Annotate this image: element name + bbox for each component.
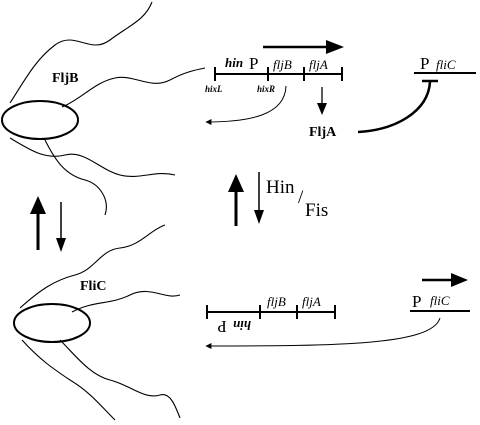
hixl-site-label: hixL (205, 84, 223, 94)
upper-fljA-gene-label: fljA (309, 57, 328, 72)
upper-expression-curved-arrow (205, 85, 287, 125)
upper-flagellum-3 (9, 137, 176, 177)
left-down-arrow-head (56, 238, 66, 252)
lower-flic-promoter-p: P (412, 292, 421, 311)
lower-expression-curved-arrow (205, 317, 441, 349)
lower-cell: FliC (13, 224, 181, 421)
upper-transcription-arrow-head (326, 40, 344, 54)
upper-operon: hin P fljB fljA hixL hixR FljA (205, 40, 438, 140)
lower-flagella (19, 224, 181, 421)
lower-fljb-gene-label: fljB (267, 294, 286, 309)
hixr-site-label: hixR (257, 84, 275, 94)
fis-cofactor-label: Fis (305, 200, 328, 221)
lower-operon: fljB fljA hin P (205, 294, 441, 349)
upper-flagellum-4 (44, 139, 107, 216)
lower-flagellum-1 (19, 224, 166, 309)
upper-cell-body (1, 100, 79, 140)
lower-flic-promoter: P fliC (410, 273, 470, 312)
lower-inverted-promoter-p: P (217, 317, 226, 336)
upper-hin-gene-label: hin (225, 55, 243, 70)
upper-flic-promoter: P fliC (414, 54, 476, 74)
fljA-down-arrow-head (317, 103, 327, 115)
fljb-flagellin-label: FljB (52, 71, 78, 86)
left-reversible-arrows (30, 196, 66, 252)
upper-flic-gene-label: fliC (436, 57, 456, 72)
lower-fljA-gene-label: fljA (302, 294, 321, 309)
lower-flic-gene-label: fliC (430, 293, 450, 308)
upper-flagellum-1 (9, 1, 153, 104)
lower-flagellum-3 (21, 339, 116, 421)
recombinase-label: Hin / Fis (266, 177, 328, 221)
repression-curve (357, 81, 432, 134)
center-reversible-arrows (228, 172, 264, 226)
left-up-arrow-head (30, 196, 46, 214)
lower-flagellum-2 (71, 290, 181, 313)
upper-flagellum-2 (61, 67, 206, 108)
upper-flagella (9, 1, 206, 216)
lower-inverted-hin-label: hin (233, 318, 251, 333)
fljA-repressor-label: FljA (309, 125, 337, 140)
center-down-arrow-head (254, 210, 264, 224)
lower-transcription-arrow-head (451, 273, 468, 287)
flic-flagellin-label: FliC (80, 279, 106, 294)
center-up-arrow-head (228, 174, 244, 192)
upper-promoter-p: P (249, 54, 258, 73)
upper-flic-promoter-p: P (420, 54, 429, 73)
upper-fljb-gene-label: fljB (273, 57, 292, 72)
separator-slash: / (298, 187, 304, 208)
lower-cell-body (13, 303, 91, 343)
lower-flagellum-4 (59, 339, 181, 419)
upper-cell: FljB (1, 1, 206, 216)
hin-enzyme-label: Hin (266, 177, 295, 198)
